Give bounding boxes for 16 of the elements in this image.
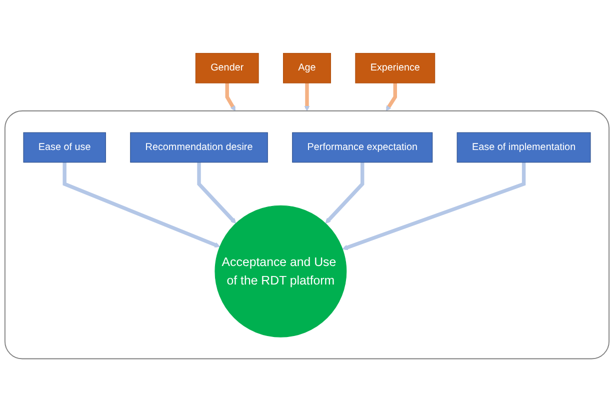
- arrow: [304, 83, 310, 112]
- arrow: [62, 162, 220, 248]
- arrow: [225, 83, 236, 112]
- node-circle: Acceptance and Use of the RDT platform: [214, 205, 347, 338]
- arrow: [197, 162, 236, 224]
- arrow: [342, 162, 526, 250]
- node-box: Experience: [355, 52, 436, 84]
- node-box: Performance expectation: [292, 132, 433, 163]
- node-box: Ease of use: [23, 132, 106, 163]
- arrow: [386, 83, 397, 112]
- node-box: Age: [283, 52, 331, 84]
- node-box: Gender: [195, 52, 259, 84]
- node-box: Ease of implementation: [456, 132, 591, 163]
- cluster: [4, 110, 610, 360]
- node-box: Recommendation desire: [130, 132, 268, 163]
- arrow: [325, 162, 364, 224]
